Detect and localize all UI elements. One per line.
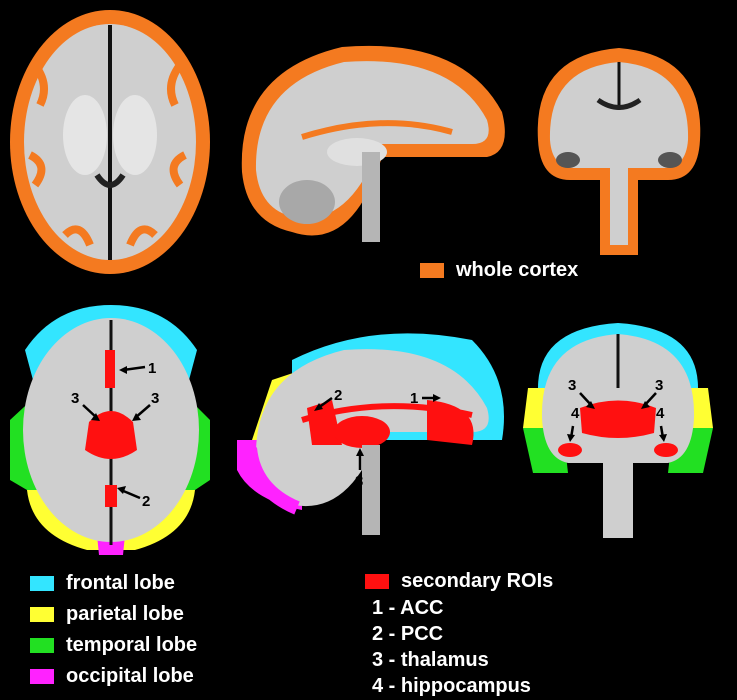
legend-occipital: occipital lobe [30,665,194,688]
sagittal-slice-cortex [241,45,505,242]
legend-secondary-rois: secondary ROIs [365,570,553,593]
ann-2-sagittal: 2 [334,387,342,404]
legend-occipital-label: occipital lobe [66,665,194,687]
ann-3-sagittal: 3 [355,473,363,490]
axial-slice-lobes: 1 3 3 2 [10,305,210,555]
coronal-slice-lobes: 3 3 4 4 [523,323,713,538]
legend-parietal-label: parietal lobe [66,603,184,625]
swatch-occipital [30,669,54,684]
legend-temporal-label: temporal lobe [66,634,198,656]
axial-slice-cortex [10,10,210,274]
roi-item-pcc: 2 - PCC [372,623,444,645]
ann-3b-axial: 3 [151,390,159,407]
ann-4a-coronal: 4 [571,405,580,422]
ann-4b-coronal: 4 [656,405,665,422]
roi-item-hippocampus: 4 - hippocampus [372,675,531,697]
ann-2-axial: 2 [142,493,150,510]
ann-1-axial: 1 [148,360,156,377]
ann-1-sagittal: 1 [410,390,418,407]
coronal-slice-cortex [537,48,701,255]
legend-frontal: frontal lobe [30,572,175,595]
roi-item-acc: 1 - ACC [372,597,444,619]
legend-whole-cortex-label: whole cortex [456,259,579,281]
swatch-temporal [30,638,54,653]
swatch-parietal [30,607,54,622]
legend-secondary-rois-label: secondary ROIs [401,570,554,592]
swatch-frontal [30,576,54,591]
legend-whole-cortex: whole cortex [420,259,578,282]
roi-list: 1 - ACC 2 - PCC 3 - thalamus 4 - hippoca… [372,595,531,699]
sagittal-slice-lobes: 1 2 3 [237,333,504,535]
roi-item-thalamus: 3 - thalamus [372,649,489,671]
legend-temporal: temporal lobe [30,634,197,657]
swatch-whole-cortex [420,263,444,278]
legend-parietal: parietal lobe [30,603,184,626]
legend-frontal-label: frontal lobe [66,572,175,594]
swatch-secondary-rois [365,574,389,589]
ann-3b-coronal: 3 [655,377,663,394]
ann-3a-axial: 3 [71,390,79,407]
ann-3a-coronal: 3 [568,377,576,394]
